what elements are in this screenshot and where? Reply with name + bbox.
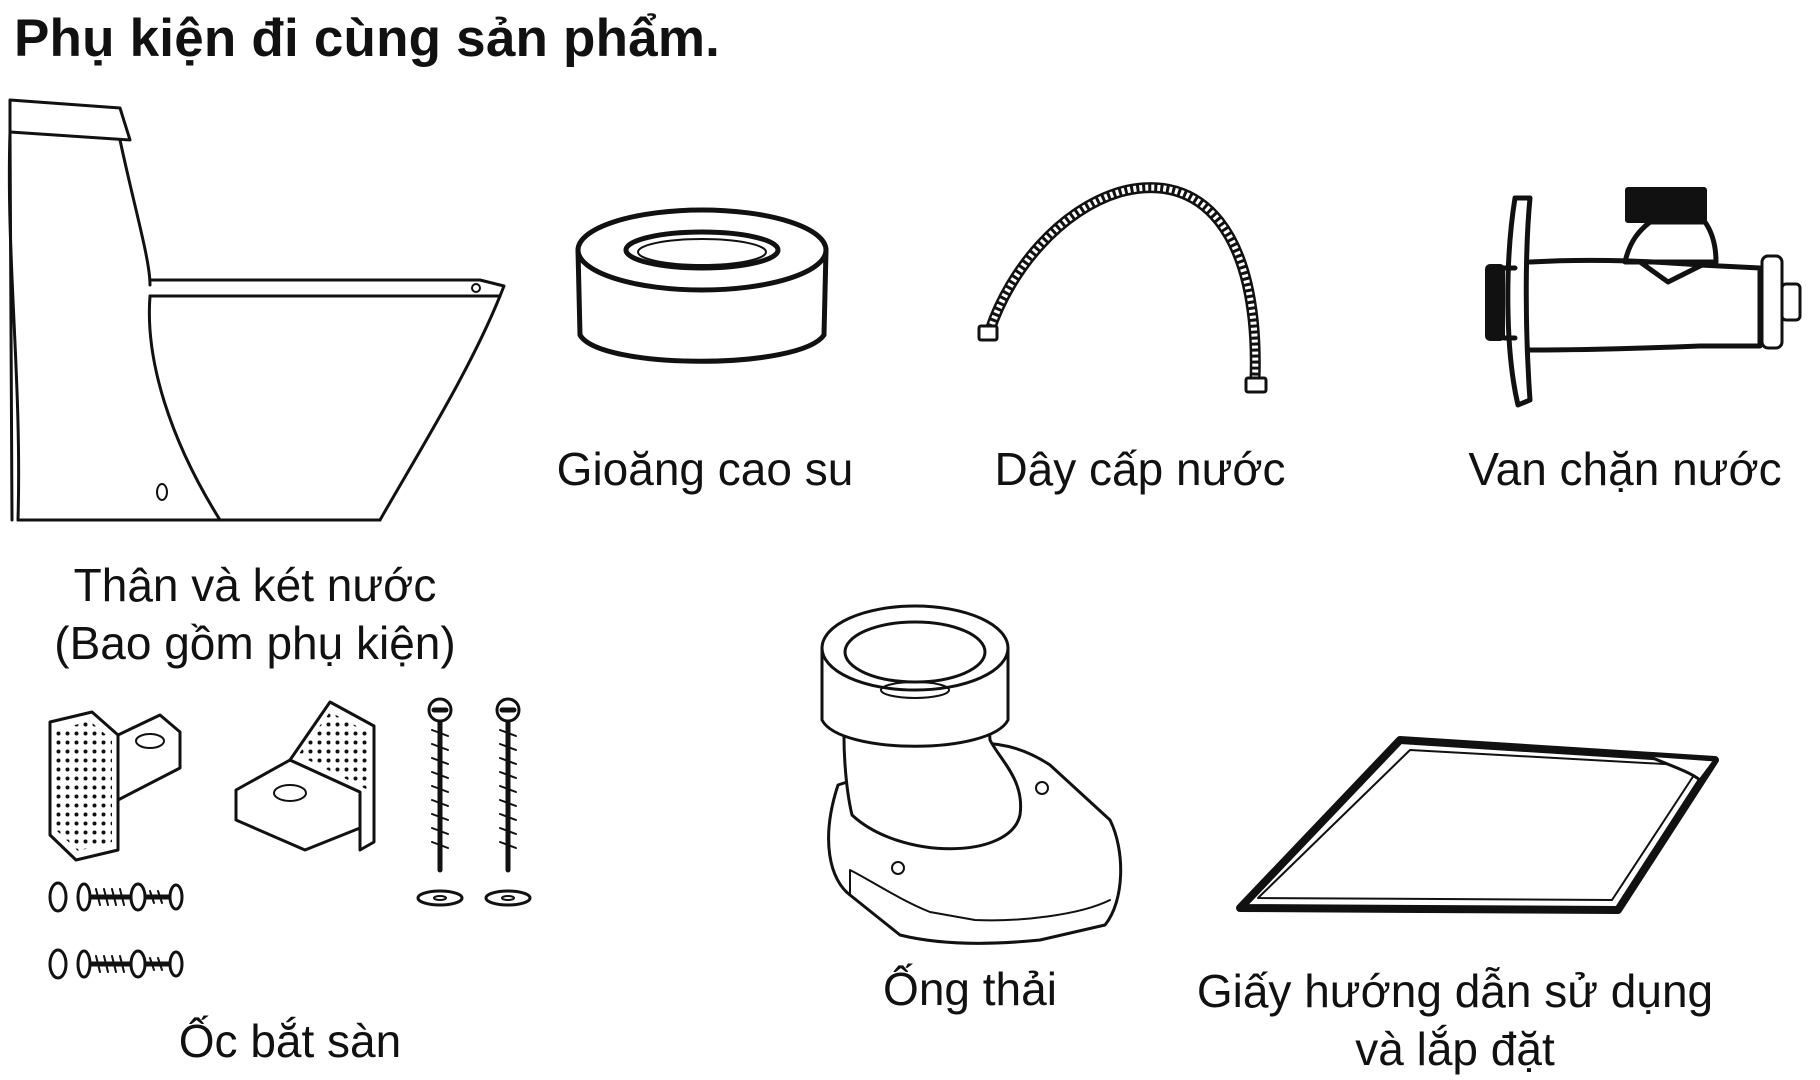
body-tank-line1: Thân và két nước [73, 559, 437, 611]
page-title: Phụ kiện đi cùng sản phẩm. [14, 9, 721, 68]
manual-line1: Giấy hướng dẫn sử dụng [1196, 965, 1714, 1017]
hose-label: Dây cấp nước [994, 443, 1286, 495]
valve-label: Van chặn nước [1468, 443, 1782, 495]
gasket-label: Gioăng cao su [556, 443, 854, 495]
manual-label: Giấy hướng dẫn sử dụng và lắp đặt [1170, 962, 1740, 1078]
manual-line2: và lắp đặt [1355, 1023, 1555, 1075]
body-tank-label: Thân và két nước (Bao gồm phụ kiện) [20, 556, 490, 672]
drain-pipe-label: Ống thải [883, 963, 1057, 1015]
body-tank-line2: (Bao gồm phụ kiện) [54, 617, 456, 669]
floor-screws-label: Ốc bắt sàn [178, 1015, 402, 1067]
